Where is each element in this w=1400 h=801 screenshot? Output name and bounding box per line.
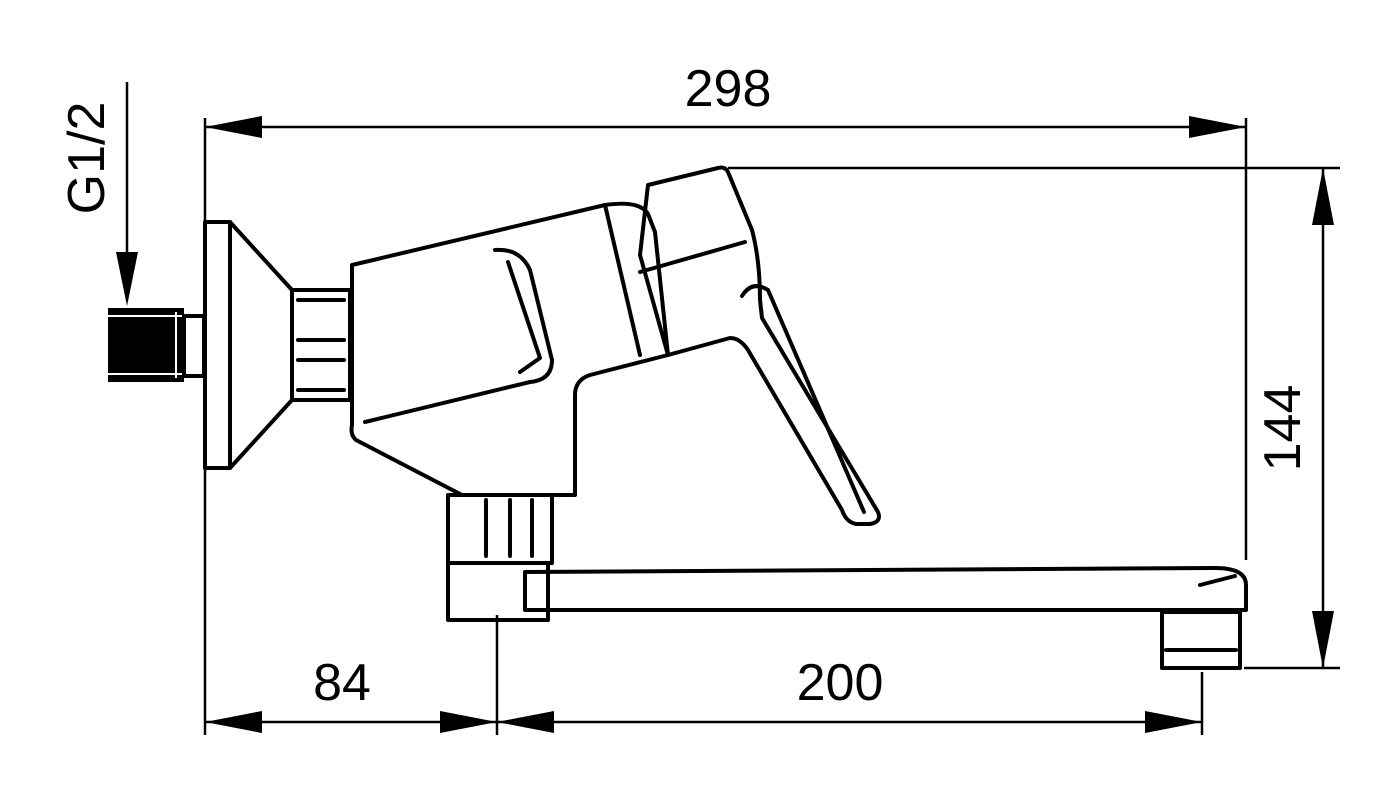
lever-handle xyxy=(638,165,881,526)
dimension-lines xyxy=(116,82,1340,735)
overall-length-label: 298 xyxy=(685,60,772,118)
spout-swivel xyxy=(446,493,554,565)
spout xyxy=(446,561,1248,670)
wall-flange xyxy=(203,220,294,470)
height-label: 144 xyxy=(1254,385,1312,472)
spout-reach-label: 200 xyxy=(797,654,884,712)
union-nut xyxy=(290,288,352,402)
wall-offset-label: 84 xyxy=(313,654,371,712)
thread-label: G1/2 xyxy=(58,102,116,215)
threaded-connector xyxy=(108,308,206,382)
mixer-body xyxy=(349,201,670,497)
faucet-outline xyxy=(108,165,1248,670)
